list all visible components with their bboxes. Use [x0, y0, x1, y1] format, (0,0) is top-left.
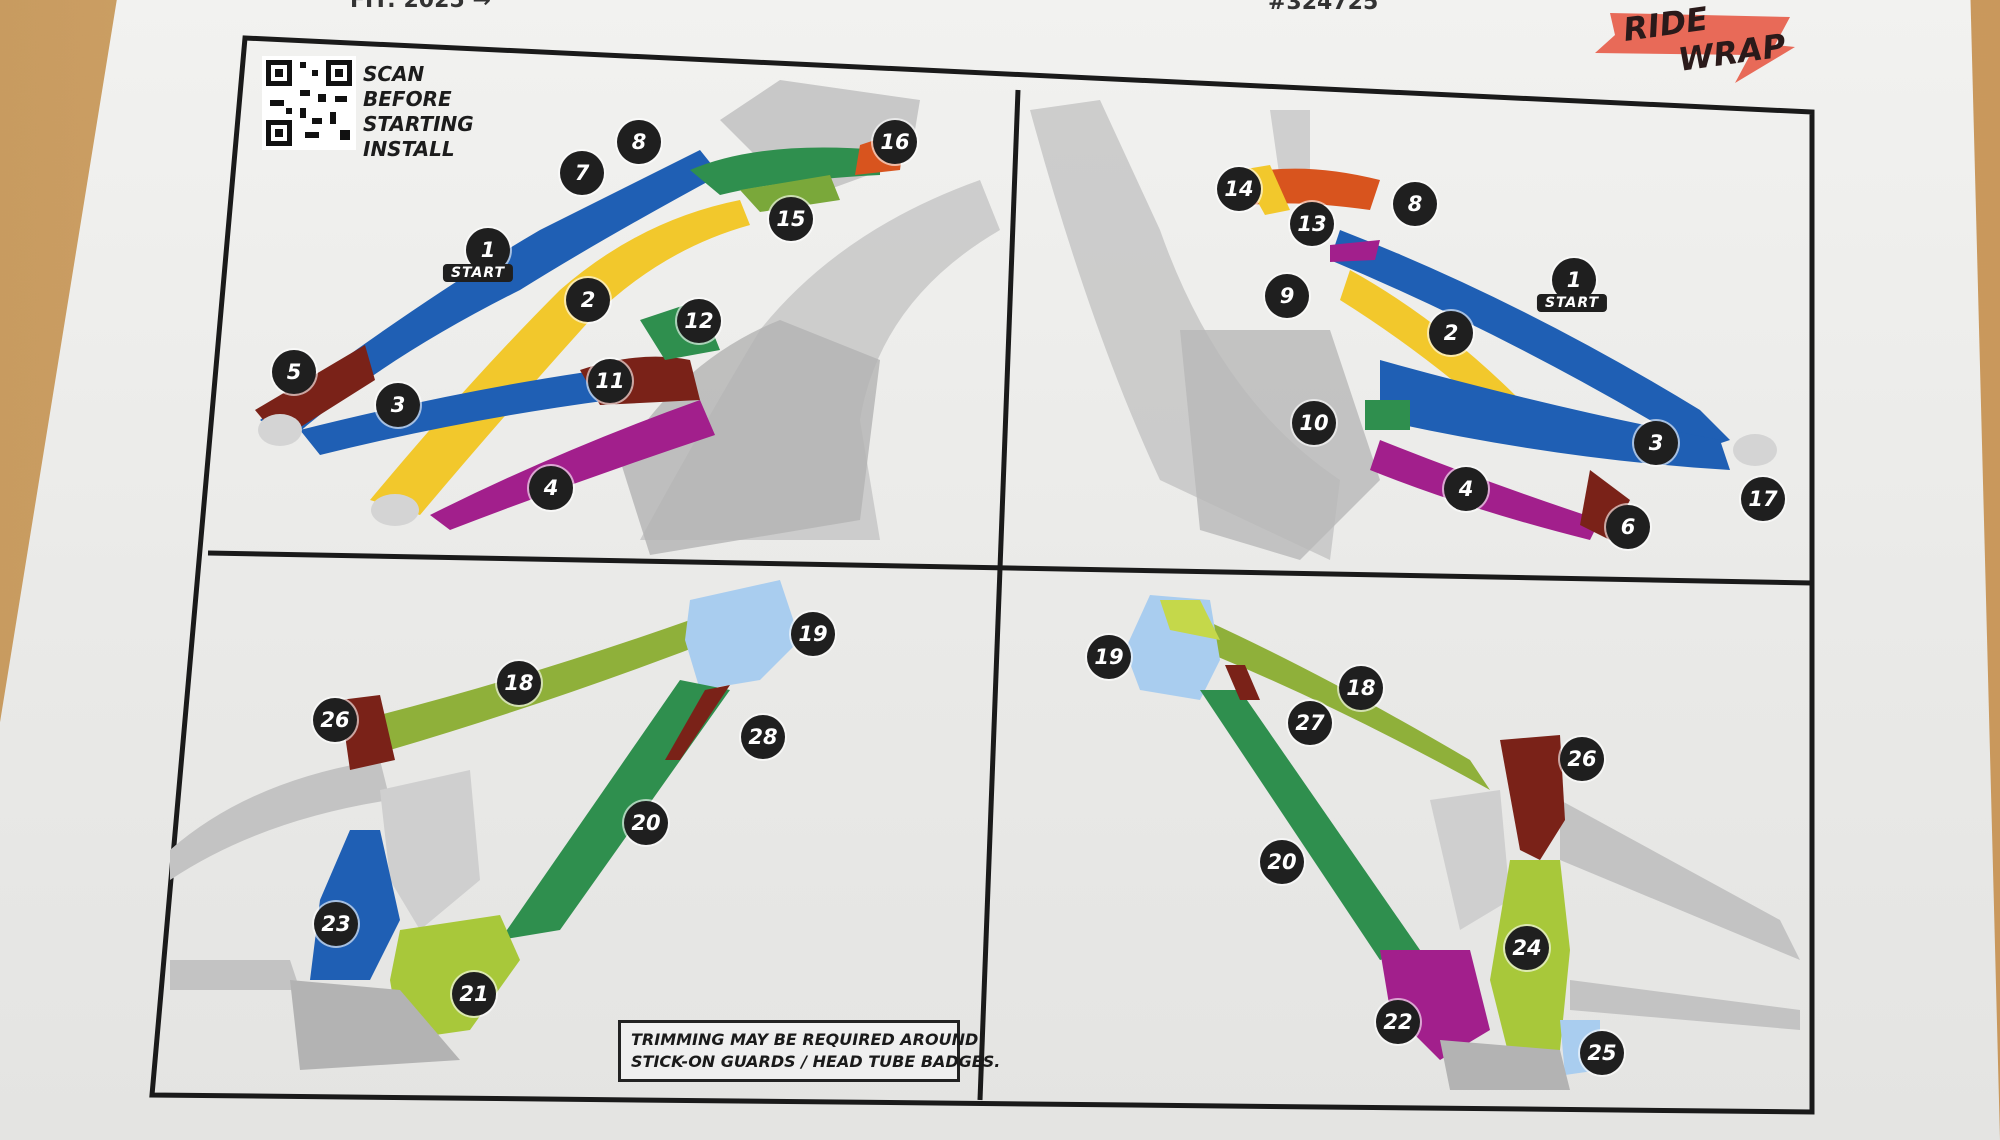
start-label: START	[1536, 294, 1608, 312]
part-badge: 11	[588, 359, 632, 403]
part-badge: 20	[624, 801, 668, 845]
part-badge: 26	[313, 698, 357, 742]
part-badge: 27	[1288, 701, 1332, 745]
qr-line: SCAN	[363, 62, 425, 86]
part-badge: 8	[617, 120, 661, 164]
part-badge: 18	[1339, 666, 1383, 710]
part-badge: 7	[560, 151, 604, 195]
part-badge: 10	[1292, 401, 1336, 445]
ride-wrap-logo: RIDE WRAP	[1595, 5, 1795, 83]
part-badge: 14	[1217, 167, 1261, 211]
part-badge: 3	[376, 383, 420, 427]
part-badge: 13	[1290, 202, 1334, 246]
qr-line: BEFORE	[363, 87, 452, 111]
trimming-note-line: TRIMMING MAY BE REQUIRED AROUND	[631, 1030, 979, 1049]
part-badge: 4	[1444, 467, 1488, 511]
part-badge: 28	[741, 715, 785, 759]
part-badge: 25	[1580, 1031, 1624, 1075]
part-badge: 9	[1265, 274, 1309, 318]
part-badge: 20	[1260, 840, 1304, 884]
part-badge: 24	[1505, 926, 1549, 970]
part-badge: 8	[1393, 182, 1437, 226]
panel-top-left	[255, 80, 1000, 555]
part-badge: 12	[677, 299, 721, 343]
part-badge: 17	[1741, 477, 1785, 521]
qr-line: INSTALL	[363, 137, 455, 161]
part-badge: 26	[1560, 737, 1604, 781]
start-label: START	[442, 264, 514, 282]
part-badge: 4	[529, 466, 573, 510]
panel-bottom-left	[170, 580, 800, 1070]
part-badge: 3	[1634, 421, 1678, 465]
part-badge: 22	[1376, 1000, 1420, 1044]
part-badge: 2	[566, 278, 610, 322]
qr-instructions: SCAN BEFORE STARTING INSTALL	[363, 62, 474, 162]
part-badge: 15	[769, 197, 813, 241]
panel-bottom-right	[1125, 595, 1800, 1090]
part-badge: 19	[1087, 635, 1131, 679]
panel-top-right	[1030, 100, 1777, 560]
part-badge: 23	[314, 902, 358, 946]
part-number: #324725	[1268, 0, 1379, 15]
part-badge: 19	[791, 612, 835, 656]
part-badge: 21	[452, 972, 496, 1016]
trimming-note-line: STICK-ON GUARDS / HEAD TUBE BADGES.	[631, 1052, 1001, 1071]
part-badge: 16	[873, 120, 917, 164]
trimming-note: TRIMMING MAY BE REQUIRED AROUND STICK-ON…	[618, 1020, 1001, 1082]
part-badge: 2	[1429, 311, 1473, 355]
qr-line: STARTING	[363, 112, 474, 136]
qr-code	[262, 56, 356, 150]
part-badge: 5	[272, 350, 316, 394]
fit-note: FIT: 2025 →	[350, 0, 491, 13]
part-badge: 6	[1606, 505, 1650, 549]
part-badge: 18	[497, 661, 541, 705]
